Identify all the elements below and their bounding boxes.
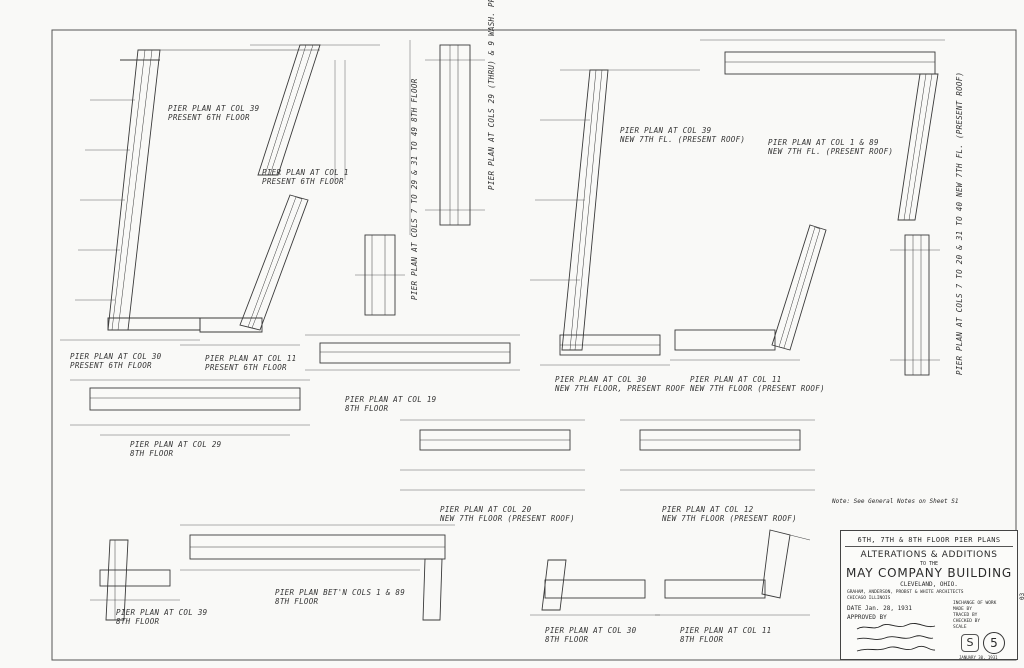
plan-col11-6th-drawing [180,194,309,346]
plan-col11-8th-drawing [655,529,811,616]
title-block: 6TH, 7TH & 8TH FLOOR PIER PLANS ALTERATI… [840,530,1018,660]
architects-text: GRAHAM, ANDERSON, PROBST & WHITE ARCHITE… [847,590,964,601]
plan-col29-8th-drawing [70,379,310,436]
drawing-credits: INCHANGE OF WORK MADE BY TRACED BY CHECK… [953,601,997,630]
plan-col1-6th-drawing [250,44,380,180]
signature-3 [856,645,936,652]
plan-col20-7th-drawing [400,419,585,491]
plan-label-cols29-6th: PIER PLAN AT COLS 29 (THRU) & 9 WASH. PR… [487,0,496,190]
plan-label-cols7-8th: PIER PLAN AT COLS 7 TO 29 & 31 TO 49 8TH… [410,78,419,300]
sheet-border [51,29,1017,661]
to-the-text: TO THE [919,561,939,567]
approved-by-text: APPROVED BY [847,614,887,621]
plan-col19-8th-drawing [305,334,520,371]
plan-col30-7th-drawing [540,334,670,366]
plan-cols7-7th-drawing [890,234,940,376]
title-divider [845,546,1013,547]
signature-2 [856,635,934,640]
date-text: DATE Jan. 28, 1931 [847,605,913,612]
plan-cols7-8th-drawing [355,234,405,316]
plan-cols29-6th-drawing [409,40,485,235]
city-text: CLEVELAND, OHIO. [900,581,958,588]
plan-col39-6th-drawing [60,49,320,341]
sheet-number: 5 [983,632,1005,654]
plan-col1-89-8th-drawing [180,524,455,621]
plan-label-cols7-7th: PIER PLAN AT COLS 7 TO 20 & 31 TO 40 NEW… [955,71,964,375]
general-notes-reference: Note: See General Notes on Sheet S1 [832,498,959,505]
signature-1 [856,623,936,630]
plan-col12-7th-drawing [620,419,815,491]
plan-col30-8th-drawing [530,559,660,616]
project-heading: ALTERATIONS & ADDITIONS [860,550,998,560]
plan-col39-7th-drawing [530,69,700,351]
date-stamp: JANUARY 30, 1931 [959,655,998,660]
sheet-series-letter: S [961,634,979,652]
plan-col11-7th-drawing [670,224,827,361]
sheet-title: 6TH, 7TH & 8TH FLOOR PIER PLANS [857,536,1001,544]
plan-col39-8th-drawing [90,539,180,621]
plan-col1-89-7th-drawing [700,39,945,221]
building-name: MAY COMPANY BUILDING [845,566,1013,580]
